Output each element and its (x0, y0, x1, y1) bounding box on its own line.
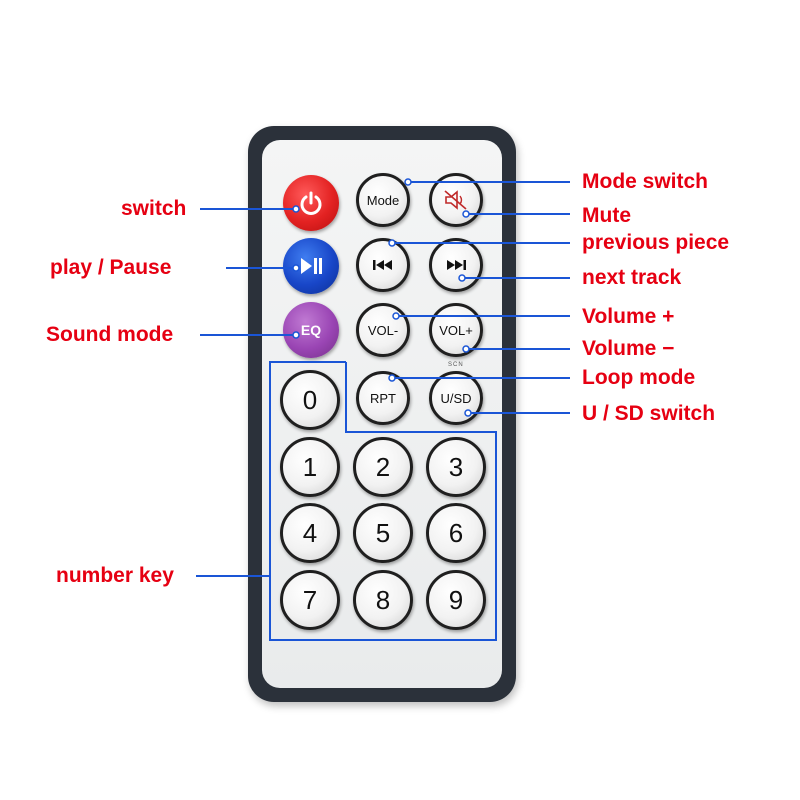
play-pause-button[interactable] (283, 238, 339, 294)
digit-label: 4 (302, 517, 318, 548)
number-key-bracket (269, 361, 497, 641)
label-number-key: number key (56, 564, 174, 587)
vol-minus-label: VOL- (367, 322, 399, 338)
digit-label: 0 (302, 384, 318, 415)
number-key-9[interactable]: 9 (426, 570, 486, 630)
number-key-3[interactable]: 3 (426, 437, 486, 497)
previous-icon (373, 260, 392, 270)
power-button[interactable] (283, 175, 339, 231)
rpt-label: RPT (370, 390, 396, 406)
label-sound-mode: Sound mode (46, 323, 174, 346)
label-previous-piece: previous piece (582, 231, 730, 254)
power-icon (300, 191, 322, 215)
label-play-pause: play / Pause (50, 256, 172, 279)
digit-label: 5 (375, 517, 391, 548)
rpt-button[interactable]: RPT (356, 371, 410, 425)
digit-label: 2 (375, 451, 391, 482)
usd-label: U/SD (440, 390, 472, 406)
digit-label: 3 (448, 451, 464, 482)
mute-icon (444, 190, 467, 210)
next-icon (447, 260, 466, 270)
label-usd-switch: U / SD switch (582, 402, 716, 425)
vol-plus-label: VOL+ (439, 322, 473, 338)
digit-label: 6 (448, 517, 464, 548)
label-mode-switch: Mode switch (582, 170, 709, 193)
vol-plus-button[interactable]: VOL+ (429, 303, 483, 357)
next-button[interactable] (429, 238, 483, 292)
digit-label: 9 (448, 584, 464, 615)
number-key-4[interactable]: 4 (280, 503, 340, 563)
label-next-track: next track (582, 266, 682, 289)
vol-minus-button[interactable]: VOL- (356, 303, 410, 357)
digit-label: 7 (302, 584, 318, 615)
label-volume-down: Volume − (582, 337, 675, 360)
scn-label: SCN (448, 362, 464, 368)
number-key-0[interactable]: 0 (280, 370, 340, 430)
label-switch: switch (121, 197, 187, 220)
number-key-2[interactable]: 2 (353, 437, 413, 497)
previous-button[interactable] (356, 238, 410, 292)
number-key-5[interactable]: 5 (353, 503, 413, 563)
digit-label: 1 (302, 451, 318, 482)
number-key-1[interactable]: 1 (280, 437, 340, 497)
label-mute: Mute (582, 204, 631, 227)
eq-button-label: EQ (300, 322, 322, 338)
usd-button[interactable]: U/SD (429, 371, 483, 425)
play-pause-icon (301, 258, 322, 274)
mode-button-label: Mode (366, 192, 400, 208)
eq-button[interactable]: EQ (283, 302, 339, 358)
label-loop-mode: Loop mode (582, 366, 696, 389)
number-key-6[interactable]: 6 (426, 503, 486, 563)
number-key-8[interactable]: 8 (353, 570, 413, 630)
number-key-7[interactable]: 7 (280, 570, 340, 630)
mode-button[interactable]: Mode (356, 173, 410, 227)
digit-label: 8 (375, 584, 391, 615)
label-volume-up: Volume + (582, 305, 675, 328)
